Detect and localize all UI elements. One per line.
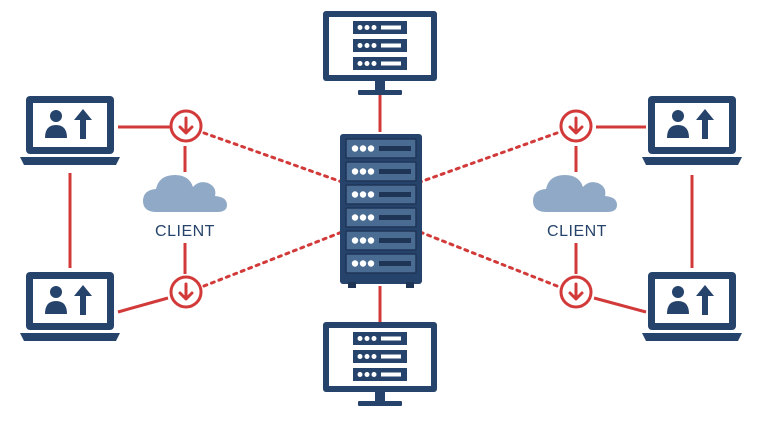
right-cloud-label: CLIENT: [547, 223, 607, 240]
laptop-top-left: [20, 96, 120, 165]
laptop-top-right: [642, 96, 742, 165]
monitor-bottom: [323, 322, 437, 406]
cloud-left-icon: [143, 175, 227, 212]
cloud-right-icon: [533, 175, 617, 212]
download-bottom-right-icon: [559, 275, 593, 309]
dashed-links: [202, 131, 559, 288]
server-rack-icon: [340, 134, 422, 288]
download-top-right-icon: [559, 109, 593, 143]
monitor-top: [323, 11, 437, 95]
left-cloud-label: CLIENT: [155, 223, 215, 240]
solid-links: [68, 88, 694, 322]
laptop-bottom-right: [642, 272, 742, 341]
laptop-bottom-left: [20, 272, 120, 341]
download-bottom-left-icon: [169, 275, 203, 309]
download-top-left-icon: [169, 109, 203, 143]
